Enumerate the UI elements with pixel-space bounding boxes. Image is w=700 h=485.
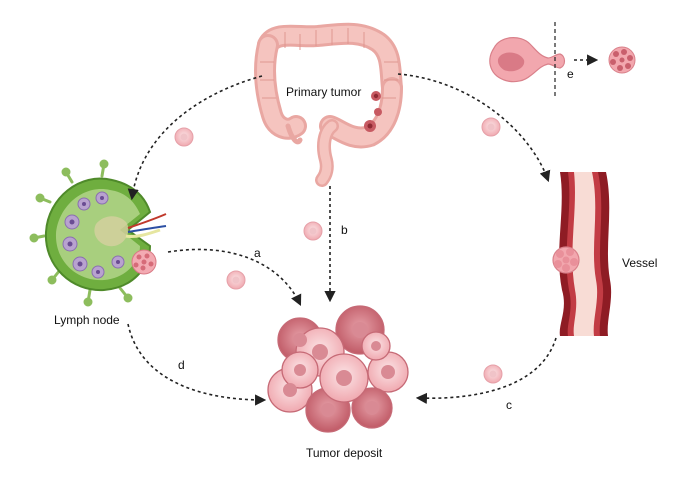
arrow-tumor-to-vessel: [397, 73, 551, 183]
vessel-label: Vessel: [622, 256, 658, 270]
tumor-deposit-label: Tumor deposit: [306, 446, 383, 460]
colon-illustration: [254, 22, 403, 187]
arrow-tumor-to-lymph: [127, 75, 263, 201]
vessel-illustration: [552, 172, 612, 336]
circulating-cell-icon: [226, 270, 246, 290]
cell-detachment-illustration: [489, 22, 636, 98]
lymph-metastasis-icon: [131, 249, 157, 275]
pathway-d-label: d: [178, 358, 185, 372]
floating-tumor-cells: [174, 117, 503, 384]
arrow-d-lymph-to-deposit: [127, 323, 267, 406]
circulating-cell-icon: [483, 364, 503, 384]
pathway-e-label: e: [567, 67, 574, 81]
lymph-node-label: Lymph node: [54, 313, 120, 327]
circulating-cell-icon: [303, 221, 323, 241]
pathway-a-label: a: [254, 246, 261, 260]
detached-cell-cluster-icon: [608, 46, 636, 74]
lymph-node-illustration: [29, 159, 167, 307]
vessel-tumor-cluster-icon: [552, 246, 580, 274]
circulating-cell-icon: [481, 117, 501, 137]
arrow-a-lymph-to-deposit: [167, 248, 302, 307]
pathway-b-label: b: [341, 223, 348, 237]
pathway-c-label: c: [506, 398, 512, 412]
circulating-cell-icon: [174, 127, 194, 147]
primary-tumor-label: Primary tumor: [286, 85, 362, 99]
arrow-c-vessel-to-deposit: [415, 337, 557, 404]
tumor-deposit-illustration: [267, 305, 409, 433]
